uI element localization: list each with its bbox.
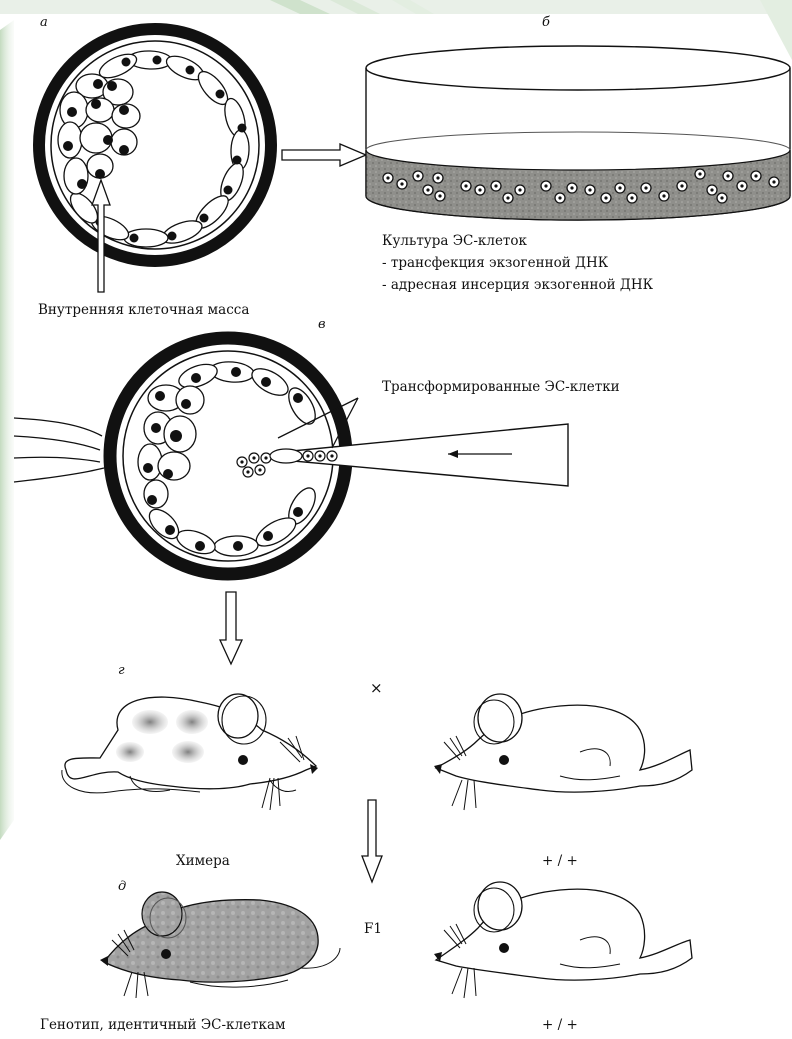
- f1-wildtype-label: + / +: [542, 1018, 578, 1034]
- panel-letter-d: д: [118, 880, 126, 895]
- arrow-g-to-d: [362, 800, 382, 882]
- culture-step-insertion: - адресная инсерция экзогенной ДНК: [382, 278, 653, 294]
- f1-mouse-es-genotype: [100, 892, 340, 998]
- panel-letter-g: г: [118, 664, 125, 679]
- transformed-es-label: Трансформированные ЭС-клетки: [382, 380, 620, 396]
- blastocyst-a: [39, 29, 271, 261]
- culture-step-transfection: - трансфекция экзогенной ДНК: [382, 256, 608, 272]
- arrow-a-to-b: [282, 144, 366, 166]
- cross-symbol: ×: [370, 680, 383, 697]
- f1-label: F1: [364, 922, 382, 938]
- wildtype-mouse-g: [434, 694, 692, 810]
- panel-letter-a: а: [40, 16, 48, 31]
- f1-mouse-wildtype: [434, 882, 692, 998]
- chimera-mouse: [62, 694, 318, 810]
- culture-title: Культура ЭС-клеток: [382, 234, 527, 250]
- culture-dish: [366, 46, 790, 220]
- arrow-c-to-g: [220, 592, 242, 664]
- panel-letter-b: б: [542, 16, 550, 31]
- holding-pipette: [14, 418, 104, 482]
- wildtype-label-g: + / +: [542, 854, 578, 870]
- panel-letter-v: в: [318, 318, 326, 333]
- icm-label: Внутренняя клеточная масса: [38, 303, 249, 319]
- chimera-label: Химера: [176, 854, 230, 870]
- f1-es-genotype-label: Генотип, идентичный ЭС-клеткам: [40, 1018, 286, 1034]
